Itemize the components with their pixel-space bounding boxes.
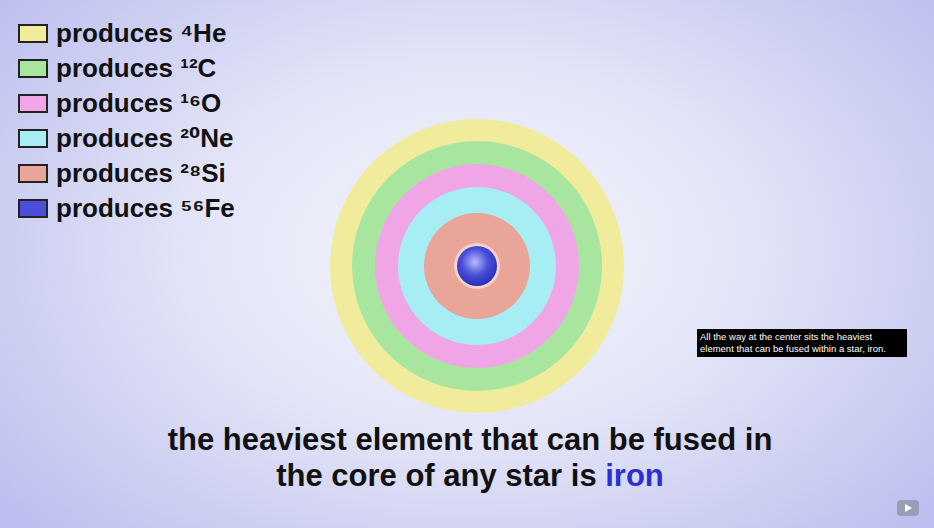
legend-text: produces ¹⁶O (56, 88, 221, 119)
helium-shell (330, 119, 624, 413)
legend-text: produces ⁵⁶Fe (56, 193, 235, 224)
silicon-shell (424, 213, 530, 319)
legend: produces ⁴He produces ¹²C produces ¹⁶O prod… (18, 16, 235, 226)
legend-swatch (18, 24, 48, 43)
legend-text: produces ¹²C (56, 53, 216, 84)
carbon-shell (352, 141, 602, 391)
video-logo (897, 500, 919, 516)
legend-swatch (18, 164, 48, 183)
legend-swatch (18, 199, 48, 218)
legend-swatch (18, 129, 48, 148)
neon-shell (398, 187, 556, 345)
core-glow (454, 243, 500, 289)
legend-row: produces ¹²C (18, 51, 235, 86)
legend-text: produces ²⁸Si (56, 158, 226, 189)
subtitle-text: All the way at the center sits the heavi… (697, 329, 907, 357)
legend-row: produces ²⁰Ne (18, 121, 235, 156)
legend-swatch (18, 59, 48, 78)
legend-row: produces ¹⁶O (18, 86, 235, 121)
caption: the heaviest element that can be fused i… (150, 422, 790, 494)
legend-text: produces ²⁰Ne (56, 123, 234, 154)
legend-row: produces ⁴He (18, 16, 235, 51)
legend-row: produces ²⁸Si (18, 156, 235, 191)
legend-row: produces ⁵⁶Fe (18, 191, 235, 226)
legend-text: produces ⁴He (56, 18, 226, 49)
oxygen-shell (375, 164, 579, 368)
iron-core (457, 246, 497, 286)
legend-swatch (18, 94, 48, 113)
